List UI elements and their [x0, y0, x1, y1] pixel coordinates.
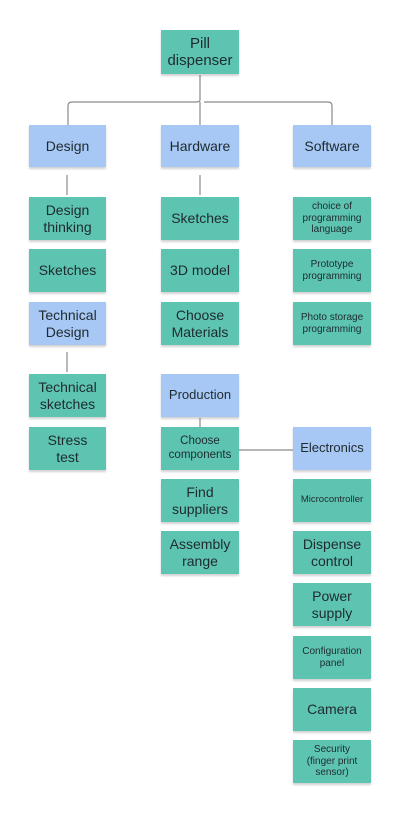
microcontroller-label: Microcontroller — [300, 494, 364, 506]
prototype-programming-note[interactable]: Prototype programming — [293, 249, 371, 292]
design-header-label: Design — [45, 137, 90, 154]
camera-label: Camera — [307, 701, 357, 718]
software-header-label: Software — [304, 137, 360, 154]
photo-storage-label: Photo storage programming — [300, 312, 364, 335]
electronics-header-label: Electronics — [300, 440, 364, 456]
power-supply-note[interactable]: Power supply — [293, 583, 371, 626]
technical-design-label: Technical Design — [38, 307, 97, 340]
root-label: Pill dispenser — [167, 34, 233, 69]
dispense-control-label: Dispense control — [302, 536, 362, 569]
hardware-header-label: Hardware — [169, 137, 231, 154]
software-header-note[interactable]: Software — [293, 125, 371, 167]
hardware-sketches-label: Sketches — [171, 210, 229, 227]
root-branch-line — [67, 75, 333, 125]
design-sketches-note[interactable]: Sketches — [29, 249, 106, 292]
root-note[interactable]: Pill dispenser — [161, 30, 239, 74]
microcontroller-note[interactable]: Microcontroller — [293, 479, 371, 522]
technical-design-note[interactable]: Technical Design — [29, 302, 106, 345]
dispense-control-note[interactable]: Dispense control — [293, 531, 371, 574]
choice-of-language-note[interactable]: choice of programming language — [293, 197, 371, 240]
3d-model-note[interactable]: 3D model — [161, 249, 239, 292]
photo-storage-note[interactable]: Photo storage programming — [293, 302, 371, 345]
choose-materials-label: Choose Materials — [171, 307, 229, 340]
production-note[interactable]: Production — [161, 374, 239, 417]
design-header-note[interactable]: Design — [29, 125, 106, 167]
prototype-programming-label: Prototype programming — [302, 259, 362, 282]
choose-materials-note[interactable]: Choose Materials — [161, 302, 239, 345]
security-note[interactable]: Security (finger print sensor) — [293, 740, 371, 783]
power-supply-label: Power supply — [311, 588, 353, 621]
technical-sketches-label: Technical sketches — [38, 379, 97, 412]
security-label: Security (finger print sensor) — [306, 744, 358, 779]
design-sketches-label: Sketches — [38, 262, 97, 279]
configuration-panel-label: Configuration panel — [302, 646, 362, 669]
production-label: Production — [168, 387, 232, 403]
design-thinking-label: Design thinking — [43, 202, 92, 235]
hardware-header-note[interactable]: Hardware — [161, 125, 239, 167]
assembly-range-label: Assembly range — [169, 536, 231, 569]
choose-components-label: Choose components — [168, 435, 232, 461]
stress-test-note[interactable]: Stress test — [29, 427, 106, 470]
find-suppliers-label: Find suppliers — [171, 484, 229, 517]
stress-test-label: Stress test — [47, 432, 88, 465]
technical-sketches-note[interactable]: Technical sketches — [29, 374, 106, 417]
assembly-range-note[interactable]: Assembly range — [161, 531, 239, 574]
camera-note[interactable]: Camera — [293, 688, 371, 731]
design-thinking-note[interactable]: Design thinking — [29, 197, 106, 240]
configuration-panel-note[interactable]: Configuration panel — [293, 636, 371, 679]
3d-model-label: 3D model — [170, 262, 230, 279]
hardware-sketches-note[interactable]: Sketches — [161, 197, 239, 240]
choose-components-note[interactable]: Choose components — [161, 427, 239, 470]
electronics-header-note[interactable]: Electronics — [293, 427, 371, 470]
choice-of-language-label: choice of programming language — [302, 201, 362, 236]
find-suppliers-note[interactable]: Find suppliers — [161, 479, 239, 522]
